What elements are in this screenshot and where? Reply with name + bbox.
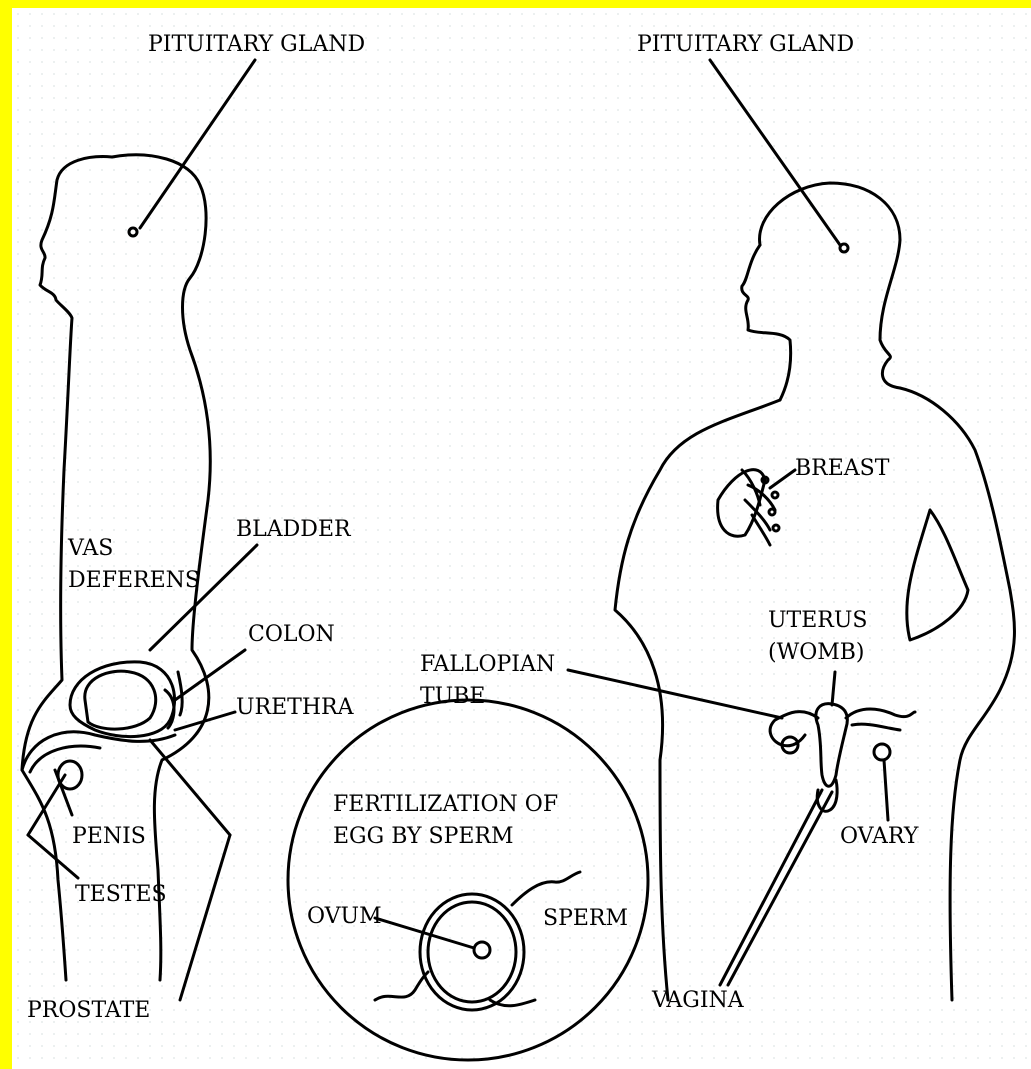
urethra [22, 732, 175, 770]
label-prostate: PROSTATE [27, 1000, 150, 1022]
ovum-inner [428, 902, 516, 1002]
ovum-nucleus [474, 942, 490, 958]
label-testes: TESTES [75, 884, 167, 906]
label-fertilization: FERTILIZATION OF [333, 794, 558, 816]
label-penis: PENIS [72, 826, 146, 848]
label-vas: VAS [68, 538, 113, 560]
ovum-outer [420, 894, 524, 1010]
fallopian-tube-right [846, 709, 915, 718]
label-female-pituitary: PITUITARY GLAND [637, 34, 854, 56]
label-colon: COLON [248, 624, 335, 646]
bladder [85, 671, 156, 729]
uterus [816, 704, 847, 787]
label-bladder: BLADDER [236, 519, 351, 541]
female-right-arm-gap [907, 510, 968, 640]
sperm-3 [490, 1000, 535, 1006]
sperm-2 [375, 972, 428, 1000]
label-tube: TUBE [420, 686, 485, 708]
female-head-outline [760, 183, 900, 388]
sperm-1 [512, 872, 580, 905]
label-ovum: OVUM [307, 906, 382, 928]
female-face-outline [742, 245, 791, 400]
male-pituitary [129, 228, 137, 236]
label-male-pituitary: PITUITARY GLAND [148, 34, 365, 56]
fertilization-circle [288, 700, 648, 1060]
label-uterus: UTERUS [768, 610, 867, 632]
ovary-right [874, 744, 890, 760]
label-deferens: DEFERENS [68, 570, 200, 592]
label-egg-by-sperm: EGG BY SPERM [333, 826, 514, 848]
label-urethra: URETHRA [236, 697, 353, 719]
female-back-outline [900, 388, 1014, 1000]
label-breast: BREAST [795, 458, 889, 480]
label-womb: (WOMB) [768, 642, 865, 664]
label-fallopian: FALLOPIAN [420, 654, 555, 676]
label-vagina: VAGINA [652, 990, 744, 1012]
label-sperm: SPERM [543, 908, 628, 930]
label-ovary: OVARY [840, 826, 918, 848]
